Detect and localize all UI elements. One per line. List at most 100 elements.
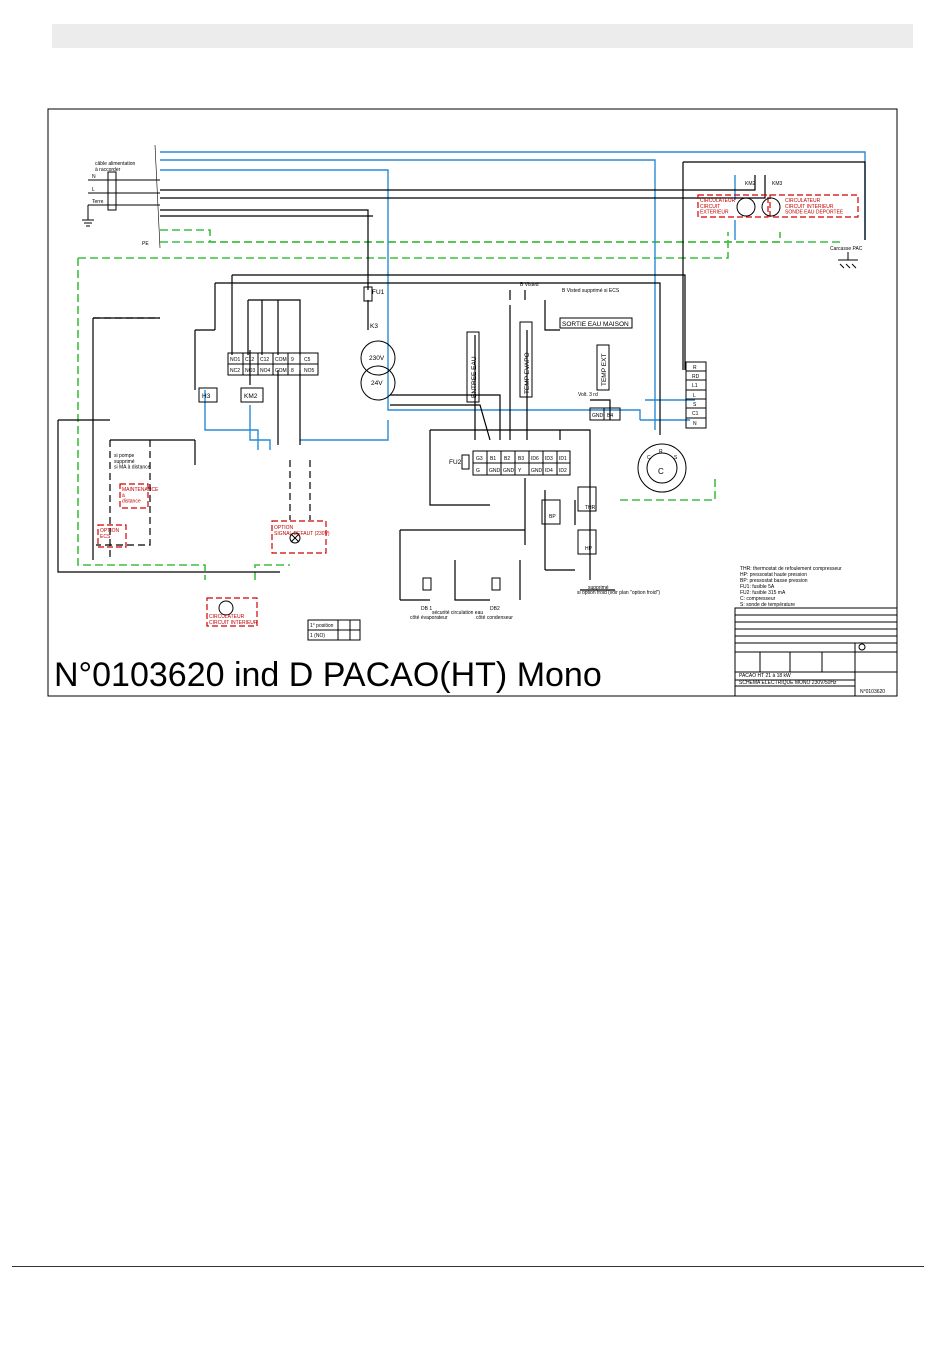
tb-top-2: C12 xyxy=(260,357,269,363)
fuse-fu2 xyxy=(461,454,470,470)
motor-term-3: L xyxy=(693,393,696,399)
tb-bot-3: COM xyxy=(275,368,287,374)
supprime-label: supprimé xyxy=(588,585,609,591)
relay-km2 xyxy=(240,387,264,403)
db1-label: DB 1 xyxy=(421,606,432,612)
sec-circ-label: sécurité circulation eau xyxy=(432,610,483,616)
tb-bot-0: NC2 xyxy=(230,368,240,374)
legend-2: BP: pressostat basse pression xyxy=(740,578,808,584)
position-row-0: 1° position xyxy=(310,623,334,629)
sortie-eau-label: SORTIE EAU MAISON xyxy=(562,321,629,328)
k3-label: K3 xyxy=(370,323,378,330)
gnd-b4-block xyxy=(589,407,621,421)
tb-bot-5: NO5 xyxy=(304,368,315,374)
ctrl-bot-1: GND xyxy=(489,468,501,474)
transfo-230-label: 230V xyxy=(369,355,385,362)
ctrl-bot-3: Y xyxy=(518,468,522,474)
title-block-line2: SCHEMA ELECTRIQUE MONO 230V/50Hz xyxy=(739,680,837,686)
compressor-inner xyxy=(646,452,678,484)
thermostat-thr xyxy=(577,486,597,512)
comp-s-label: S xyxy=(674,455,678,461)
temp-ext-label: TEMP EXT xyxy=(601,354,608,386)
legend-1: HP: pressostat haute pression xyxy=(740,572,807,578)
ctrl-bot-6: ID2 xyxy=(559,468,567,474)
h3-label: H3 xyxy=(202,393,211,400)
relay-h3 xyxy=(198,387,218,403)
neutral-wires xyxy=(160,151,866,450)
legend-3: FU1: fusible 5A xyxy=(740,584,775,590)
ctrl-top-1: B1 xyxy=(490,456,496,462)
temp-evapo-label: TEMP EVAPO xyxy=(524,352,531,394)
motor-term-5: C1 xyxy=(692,411,699,417)
footer-rule xyxy=(12,1266,924,1267)
phase-wires xyxy=(57,161,866,601)
ctrl-top-5: ID3 xyxy=(545,456,553,462)
supply-cable xyxy=(107,171,117,211)
ctrl-bot-4: GND xyxy=(531,468,543,474)
compressor-label: C xyxy=(658,467,664,476)
km2-coil-label: KM2 xyxy=(244,393,258,400)
flow-switch-db1 xyxy=(422,577,432,591)
volt-label: Volt. 3 rd xyxy=(578,392,598,398)
compressor-symbol xyxy=(637,443,687,493)
transformer-primary xyxy=(360,340,396,376)
option-signal-box xyxy=(271,520,327,554)
motor-term-2: L1 xyxy=(692,383,698,389)
tb-bot-2: NO4 xyxy=(260,368,271,374)
tb-bot-1: NO3 xyxy=(245,368,256,374)
db2-label: DB2 xyxy=(490,606,500,612)
fu2-label: FU2 xyxy=(449,459,462,466)
tb-bot-4: 8 xyxy=(291,368,294,374)
ctrl-top-6: ID1 xyxy=(559,456,567,462)
motor-terminal-block xyxy=(685,361,707,429)
mass-label: Carcasse PAC xyxy=(830,246,863,252)
supply-n: N xyxy=(92,174,96,180)
vanne-note: B Visted supprimé si ECS xyxy=(562,288,620,294)
tb-top-5: C5 xyxy=(304,357,311,363)
circ-ext-box xyxy=(697,194,769,218)
ctrl-bot-2: GND xyxy=(503,468,515,474)
circulator-int2-icon xyxy=(218,600,234,616)
option-ecs-box xyxy=(97,524,127,548)
motor-term-0: R xyxy=(693,365,697,371)
comp-r-label: R xyxy=(659,449,663,455)
tb-top-1: C12 xyxy=(245,357,254,363)
tb-top-3: COM xyxy=(275,357,287,363)
gnd-label: GND xyxy=(592,413,604,419)
bp-label: BP xyxy=(549,514,556,520)
hp-label: HP xyxy=(585,546,593,552)
option-boxes xyxy=(97,194,859,627)
option-froid-label: si option froid (voir plan "option froid… xyxy=(577,590,660,596)
diagram-title: N°0103620 ind D PACAO(HT) Mono xyxy=(54,656,602,694)
circ-int-box xyxy=(769,194,859,218)
motor-term-6: N xyxy=(693,421,697,427)
legend-6: S: sonde de température xyxy=(740,602,795,608)
cote-evap-label: côté évaporateur xyxy=(410,615,448,621)
sensor-temp-evapo xyxy=(519,321,533,398)
cote-cond-label: côté condenseur xyxy=(476,615,513,621)
pressostat-bp xyxy=(541,499,561,525)
page-header-bar xyxy=(52,24,913,48)
pressostat-hp xyxy=(577,529,597,555)
sensor-temp-ext xyxy=(596,344,610,391)
motor-term-1: RD xyxy=(692,374,700,380)
ctrl-top-3: B3 xyxy=(518,456,524,462)
entree-eau-label: ENTREE EAU xyxy=(471,356,478,398)
legend-0: THR: thermostat de refoulement compresse… xyxy=(740,566,842,572)
supply-l: L xyxy=(92,187,95,193)
earth-wires xyxy=(77,229,840,580)
circ-int2-box xyxy=(206,597,258,627)
km2-label: KM2 xyxy=(745,181,756,187)
comp-c-label: C xyxy=(647,455,651,461)
ctrl-top-4: ID6 xyxy=(531,456,539,462)
fu1-label: FU1 xyxy=(372,289,385,296)
supply-pe: PE xyxy=(142,241,149,247)
motor-term-4: S xyxy=(693,402,697,408)
